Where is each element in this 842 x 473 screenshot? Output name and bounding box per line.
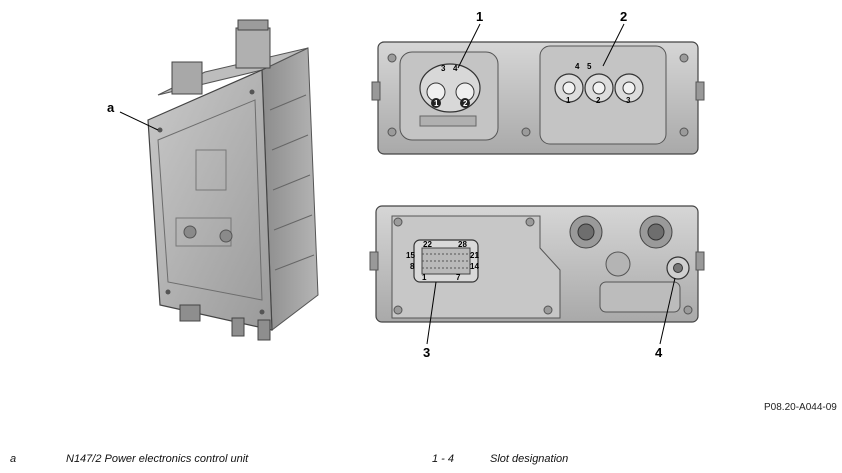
pin-label: 3 xyxy=(441,64,446,73)
pin-label: 28 xyxy=(458,240,467,249)
legend-text-slots: Slot designation xyxy=(490,453,569,465)
callout-slot-1: 1 xyxy=(476,9,483,24)
pin-label: 1 xyxy=(566,96,571,105)
control-unit-bottom-view: 22 28 15 21 8 14 1 7 xyxy=(369,205,705,323)
pin-label: 14 xyxy=(470,262,479,271)
pin-label: 1 xyxy=(434,99,439,108)
legend-key-a: a xyxy=(10,453,17,465)
callout-slot-4: 4 xyxy=(655,345,663,360)
pin-label: 4 xyxy=(453,64,458,73)
pin-label: 7 xyxy=(456,273,461,282)
callout-slot-2: 2 xyxy=(620,9,627,24)
legend-text-a: N147/2 Power electronics control unit xyxy=(66,453,249,465)
pin-label: 15 xyxy=(406,251,415,260)
pin-label: 2 xyxy=(463,99,468,108)
pin-label: 3 xyxy=(626,96,631,105)
callout-a: a xyxy=(107,100,115,115)
control-unit-top-view: 3 4 1 2 4 5 1 2 3 xyxy=(371,41,705,155)
pin-label: 8 xyxy=(410,262,415,271)
pin-label: 21 xyxy=(470,251,479,260)
pin-label: 2 xyxy=(596,96,601,105)
reference-code: P08.20-A044-09 xyxy=(764,402,837,413)
pin-label: 5 xyxy=(587,62,592,71)
callout-slot-3: 3 xyxy=(423,345,430,360)
pin-label: 22 xyxy=(423,240,432,249)
legend-key-slots: 1 - 4 xyxy=(432,453,455,465)
pin-label: 1 xyxy=(422,273,427,282)
control-unit-perspective xyxy=(147,19,319,341)
slot-2-connector xyxy=(554,73,644,103)
pin-label: 4 xyxy=(575,62,580,71)
